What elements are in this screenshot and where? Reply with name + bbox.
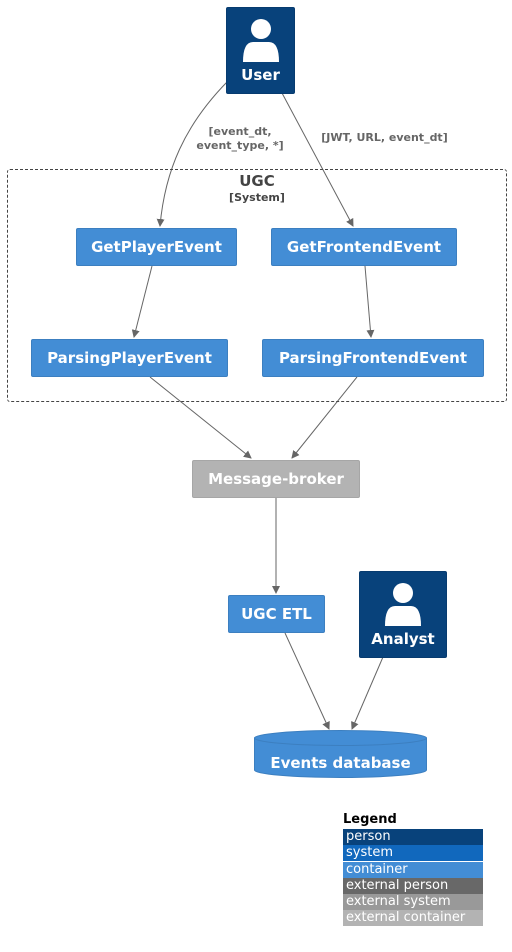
legend-item-external-system: external system bbox=[343, 894, 483, 911]
message-broker-label: Message-broker bbox=[208, 470, 344, 488]
getplayerevent-label: GetPlayerEvent bbox=[91, 238, 222, 256]
edge-label-user-to-getfrontendevent: [JWT, URL, event_dt] bbox=[321, 131, 448, 144]
parsingplayerevent-label: ParsingPlayerEvent bbox=[47, 349, 212, 367]
message-broker-container[interactable]: Message-broker bbox=[192, 460, 360, 498]
edge-getfrontendevent-to-parsingfrontendevent bbox=[364, 265, 375, 338]
legend-item-external-person: external person bbox=[343, 877, 483, 894]
legend-item-external-container: external container bbox=[343, 910, 483, 927]
boundary-subtitle: [System] bbox=[229, 191, 285, 204]
edge-parsingfrontendevent-to-message-broker bbox=[291, 376, 358, 459]
edge-user-to-getplayerevent bbox=[156, 81, 228, 227]
user-person-node[interactable]: User bbox=[226, 7, 295, 94]
database-cylinder-icon bbox=[254, 730, 427, 778]
parsingfrontendevent-container[interactable]: ParsingFrontendEvent bbox=[262, 339, 484, 377]
boundary-title: UGC bbox=[239, 172, 275, 190]
analyst-label: Analyst bbox=[371, 630, 435, 648]
legend-item-person: person bbox=[343, 829, 483, 845]
parsingfrontendevent-label: ParsingFrontendEvent bbox=[278, 349, 468, 367]
events-database-container[interactable]: Events database bbox=[254, 730, 427, 778]
ugc-system-boundary: UGC [System] bbox=[7, 169, 507, 402]
user-label: User bbox=[241, 66, 280, 84]
person-icon bbox=[242, 19, 279, 62]
analyst-person-node[interactable]: Analyst bbox=[359, 571, 447, 658]
ugc-etl-container[interactable]: UGC ETL bbox=[228, 595, 325, 633]
edge-parsingplayerevent-to-message-broker bbox=[149, 376, 252, 459]
edge-analyst-to-events-database bbox=[351, 656, 384, 730]
edge-ugc-etl-to-events-database bbox=[284, 632, 330, 730]
ugc-etl-label: UGC ETL bbox=[241, 605, 312, 623]
legend-item-container: container bbox=[343, 861, 483, 878]
edge-user-to-getfrontendevent bbox=[281, 92, 354, 227]
getfrontendevent-label: GetFrontendEvent bbox=[286, 238, 442, 256]
legend: Legend person system container external … bbox=[343, 812, 483, 927]
parsingplayerevent-container[interactable]: ParsingPlayerEvent bbox=[31, 339, 228, 377]
getplayerevent-container[interactable]: GetPlayerEvent bbox=[76, 228, 237, 266]
legend-title: Legend bbox=[343, 812, 397, 827]
getfrontendevent-container[interactable]: GetFrontendEvent bbox=[271, 228, 457, 266]
edge-label-user-to-getplayerevent: [event_dt, event_type, *] bbox=[196, 125, 284, 152]
edge-getplayerevent-to-parsingplayerevent bbox=[131, 265, 153, 338]
person-icon bbox=[385, 583, 421, 626]
legend-item-system: system bbox=[343, 845, 483, 862]
events-database-label: Events database bbox=[270, 754, 411, 772]
